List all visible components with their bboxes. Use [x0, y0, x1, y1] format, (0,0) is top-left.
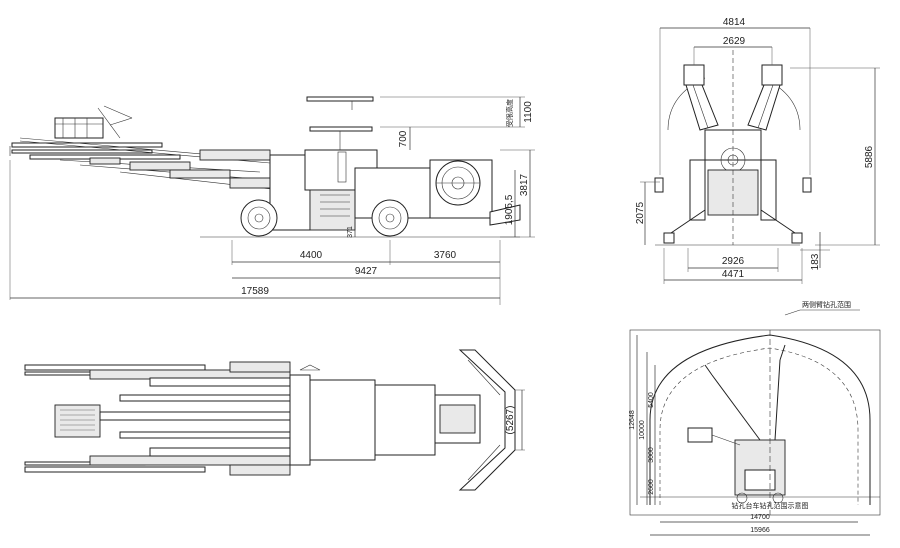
top-upper-booms [24, 361, 291, 387]
dim-base-height: 183 [810, 253, 821, 270]
dim-height-total: 12648 [629, 410, 636, 430]
dim-section-width: 14700 [750, 514, 770, 521]
cable-reel [435, 160, 481, 206]
front-outriggers [654, 177, 812, 244]
dim-front-span: 3760 [434, 250, 457, 261]
dim-wheelbase-span: 9427 [355, 266, 378, 277]
dim-total-length: 17589 [241, 286, 269, 297]
front-body [689, 50, 777, 245]
coverage-caption: 钻孔台车钻孔范围示意图 [732, 501, 809, 510]
dim-overall-width: 4814 [723, 17, 746, 28]
top-chassis [289, 364, 481, 466]
dim-outrigger-height: 2075 [635, 201, 646, 224]
dim-arm-spacing: 2629 [723, 36, 746, 47]
dim-seg-low: 2600 [648, 479, 655, 495]
dim-total-height: 3817 [519, 173, 530, 196]
dim-outrigger-width: 4471 [722, 269, 745, 280]
dim-track-width: 2926 [722, 256, 745, 267]
dim-seg-mid: 3000 [648, 447, 655, 463]
coverage-machine [687, 344, 786, 504]
platform-note: 受限高度 [505, 99, 514, 127]
drill-booms [9, 137, 281, 191]
top-center-boom [54, 394, 301, 439]
top-view: (5267) [24, 349, 525, 491]
front-wheel [371, 199, 409, 237]
coverage-outer-frame [629, 329, 881, 516]
dim-ground-clearance: 371 [347, 226, 354, 238]
top-lower-booms [24, 447, 291, 476]
work-basket [54, 105, 133, 139]
dim-bucket-width: (5267) [505, 406, 516, 435]
front-left-arm [683, 64, 721, 156]
dim-body-height: 1905,5 [504, 194, 515, 225]
dim-platform-gap: 700 [398, 130, 409, 147]
rear-wheel [240, 199, 278, 237]
dim-outer-width: 15966 [750, 527, 770, 534]
dim-height-inner: 10000 [639, 420, 646, 440]
front-right-arm [745, 64, 783, 156]
coverage-callout: 两侧臂钻孔范围 [802, 300, 851, 309]
roof-platform [306, 96, 374, 150]
dim-rear-span: 4400 [300, 250, 323, 261]
dim-platform-raise: 1100 [523, 101, 534, 123]
front-view: 4814 2629 5886 2075 183 2926 4471 [635, 17, 880, 284]
dim-seg-upper: 5400 [648, 392, 655, 408]
dim-height: 5886 [864, 145, 875, 168]
top-bucket [458, 349, 516, 491]
coverage-view: 两侧臂钻孔范围 12648 10000 5400 3000 2600 钻孔台车钻… [629, 300, 881, 536]
side-view: 1100 受限高度 700 3817 1905,5 371 4400 3760 … [9, 96, 535, 305]
